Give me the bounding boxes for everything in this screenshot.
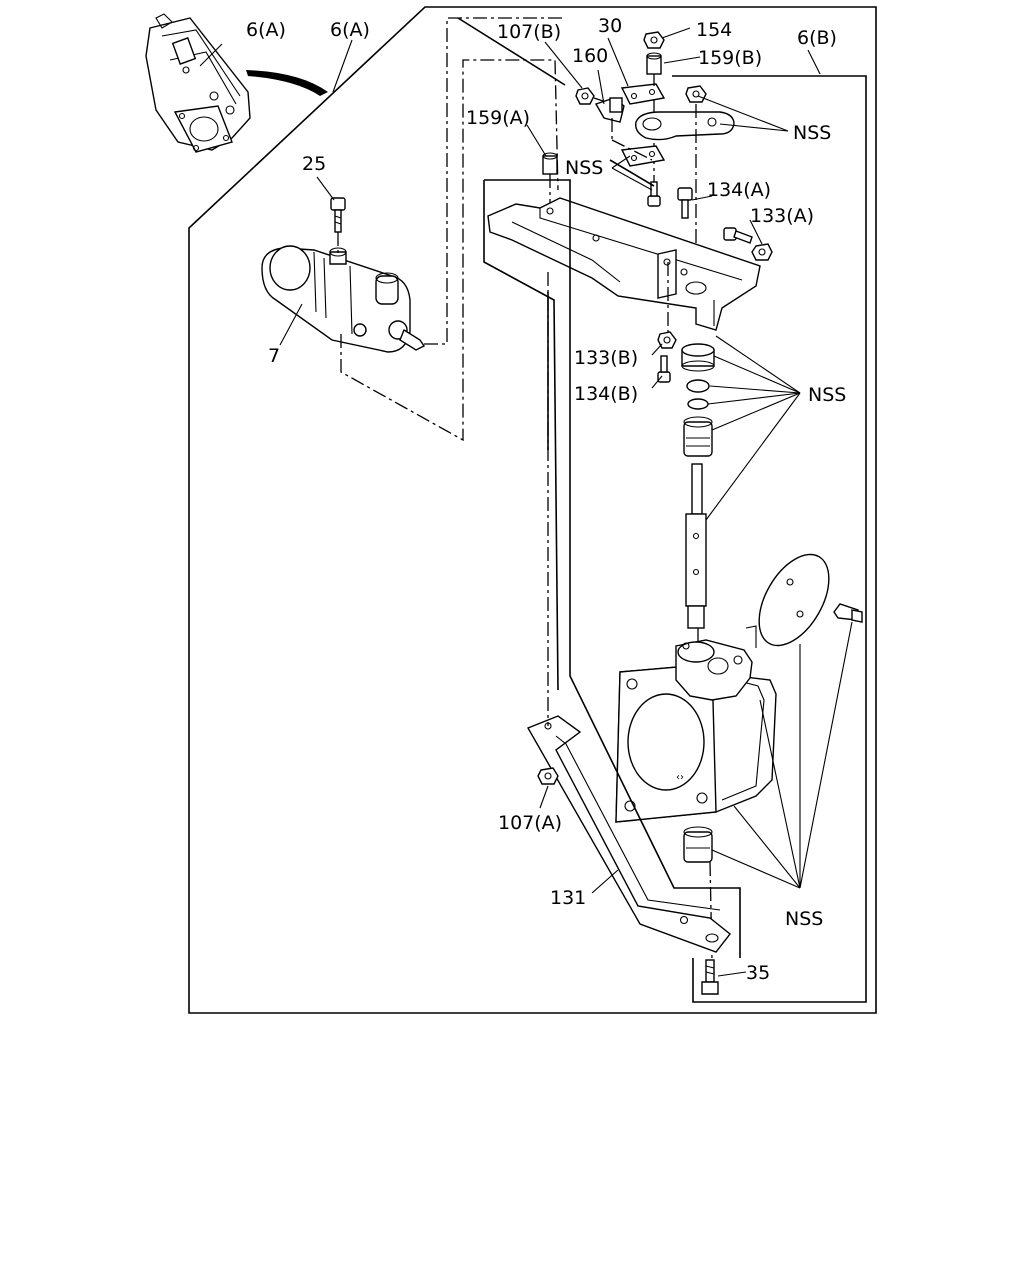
label-131: 131 xyxy=(550,887,586,909)
spacer-159b xyxy=(646,52,662,75)
label-35: 35 xyxy=(746,962,770,984)
label-25: 25 xyxy=(302,153,326,175)
o-ring-2 xyxy=(687,398,709,410)
bolt-35 xyxy=(701,959,719,995)
label-107a: 107(A) xyxy=(498,812,562,834)
label-nss-bottom: NSS xyxy=(785,908,823,930)
label-6a-main: 6(A) xyxy=(330,19,370,41)
label-133a: 133(A) xyxy=(750,205,814,227)
bolt-134a-side xyxy=(723,227,753,244)
bushing-middle xyxy=(683,416,713,457)
throttle-body: ‹› xyxy=(615,625,777,823)
label-nss-mid: NSS xyxy=(808,384,846,406)
lever-arm xyxy=(635,111,735,141)
spacer-159a xyxy=(542,152,558,175)
o-ring-1 xyxy=(686,379,710,393)
assembly-6b-frame xyxy=(672,75,867,1003)
label-30: 30 xyxy=(598,15,622,37)
nut-107a xyxy=(537,767,559,785)
label-133b: 133(B) xyxy=(574,347,638,369)
throttle-shaft xyxy=(685,463,707,629)
bushing-top xyxy=(681,343,715,372)
nut-154 xyxy=(643,31,665,49)
plate-30 xyxy=(620,83,666,105)
bolt-134a xyxy=(677,187,693,219)
nut-133a xyxy=(751,243,773,261)
inset-assembly-thumbnail xyxy=(145,13,251,153)
leader-lines xyxy=(279,27,853,977)
mounting-bracket xyxy=(487,197,761,331)
bolt-134b xyxy=(657,355,671,383)
svg-text:‹›: ‹› xyxy=(676,772,684,783)
throttle-disc xyxy=(758,553,830,647)
screw-disc xyxy=(833,603,863,623)
label-154: 154 xyxy=(696,19,732,41)
label-159a: 159(A) xyxy=(466,107,530,129)
label-159b: 159(B) xyxy=(698,47,762,69)
label-134b: 134(B) xyxy=(574,383,638,405)
label-134a: 134(A) xyxy=(707,179,771,201)
label-6b: 6(B) xyxy=(797,27,837,49)
nut-nss-top xyxy=(685,85,707,103)
inset-pointer-arrow xyxy=(246,70,328,96)
label-6a-inset: 6(A) xyxy=(246,19,286,41)
actuator-motor xyxy=(261,245,426,353)
bolt-nss-top xyxy=(647,181,661,207)
label-7: 7 xyxy=(268,345,280,367)
clip-160 xyxy=(594,97,625,123)
bushing-bottom xyxy=(683,826,713,863)
label-160: 160 xyxy=(572,45,608,67)
nut-133b xyxy=(657,331,677,349)
nut-107b xyxy=(575,87,595,105)
label-nss-top-left: NSS xyxy=(565,157,603,179)
bolt-25 xyxy=(330,197,346,233)
label-nss-top-right: NSS xyxy=(793,122,831,144)
label-107b: 107(B) xyxy=(497,21,561,43)
assembly-6a-frame xyxy=(188,6,877,1014)
support-bracket-131 xyxy=(526,715,731,953)
